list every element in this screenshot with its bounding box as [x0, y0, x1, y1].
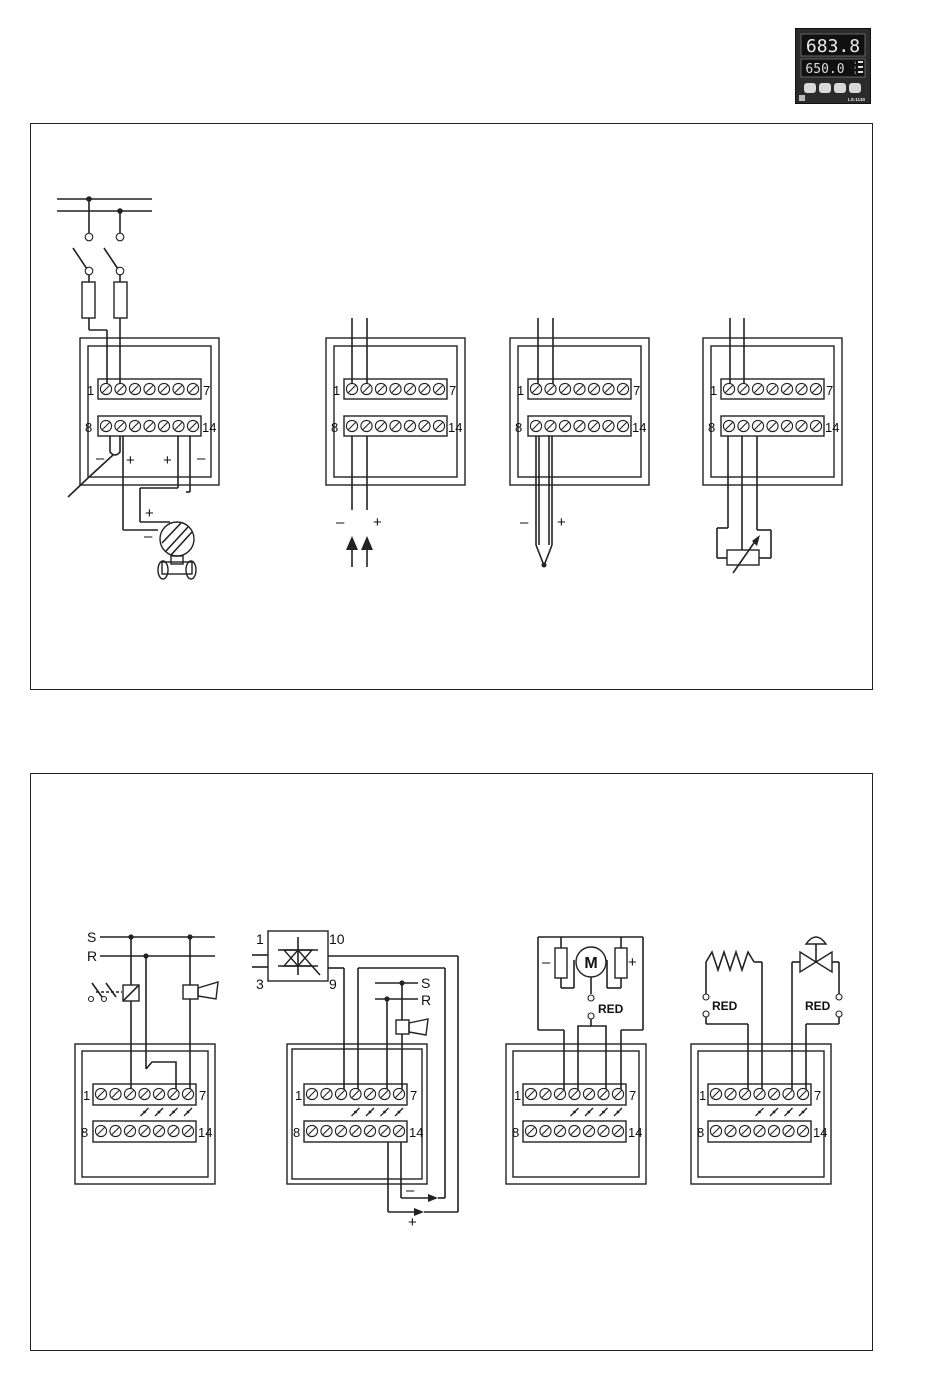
relay-contact-dot [758, 1111, 761, 1114]
relay-contact-dot [172, 1111, 175, 1114]
motor-output-diagram: M – + RED 1 7 8 14 [506, 937, 646, 1184]
relay-contact-dot [158, 1111, 161, 1114]
terminal-label-8: 8 [293, 1125, 300, 1140]
relay-contact-dot [573, 1111, 576, 1114]
terminal-label-1: 1 [295, 1088, 302, 1103]
relay-contact-dot [383, 1111, 386, 1114]
motor-minus: – [542, 954, 551, 971]
relay-contact-dot [602, 1111, 605, 1114]
ssr-terminal-9: 9 [329, 976, 337, 992]
ssr-minus-label: – [406, 1182, 415, 1199]
heater-net-label: RED [712, 999, 738, 1013]
terminal-label-14: 14 [628, 1125, 642, 1140]
relay-contact-dot [617, 1111, 620, 1114]
terminal-label-14: 14 [409, 1125, 423, 1140]
ssr-output-diagram: 1 10 3 9 S R [252, 931, 458, 1231]
terminal-label-1: 1 [83, 1088, 90, 1103]
ssr-terminal-1: 1 [256, 931, 264, 947]
heater-valve-output-diagram: RED RED 1 7 8 14 [691, 937, 842, 1184]
relay-contact-dot [787, 1111, 790, 1114]
ssr-supply-s: S [421, 975, 430, 991]
motor-plus: + [628, 954, 637, 971]
relay-contact-dot [802, 1111, 805, 1114]
ssr-terminal-10: 10 [329, 931, 345, 947]
relay-contact-dot [588, 1111, 591, 1114]
terminal-label-7: 7 [629, 1088, 636, 1103]
terminal-label-8: 8 [512, 1125, 519, 1140]
terminal-label-7: 7 [410, 1088, 417, 1103]
relay-contact-dot [398, 1111, 401, 1114]
terminal-label-7: 7 [199, 1088, 206, 1103]
relay-contact-dot [354, 1111, 357, 1114]
relay-contact-dot [369, 1111, 372, 1114]
terminal-label-14: 14 [813, 1125, 827, 1140]
motor-symbol: M [584, 955, 597, 972]
motor-net-label: RED [598, 1002, 624, 1016]
terminal-label-14: 14 [198, 1125, 212, 1140]
terminal-label-8: 8 [81, 1125, 88, 1140]
terminal-label-1: 1 [699, 1088, 706, 1103]
terminal-label-8: 8 [697, 1125, 704, 1140]
terminal-label-7: 7 [814, 1088, 821, 1103]
ssr-supply-r: R [421, 992, 431, 1008]
ssr-terminal-3: 3 [256, 976, 264, 992]
supply-s-label: S [87, 929, 96, 945]
ssr-plus-label: + [408, 1214, 417, 1231]
supply-r-label: R [87, 948, 97, 964]
relay-contact-dot [773, 1111, 776, 1114]
relay-output-diagram: S R 1 7 [75, 929, 218, 1184]
valve-net-label: RED [805, 999, 831, 1013]
relay-contact-dot [187, 1111, 190, 1114]
relay-contact-dot [143, 1111, 146, 1114]
terminal-label-1: 1 [514, 1088, 521, 1103]
